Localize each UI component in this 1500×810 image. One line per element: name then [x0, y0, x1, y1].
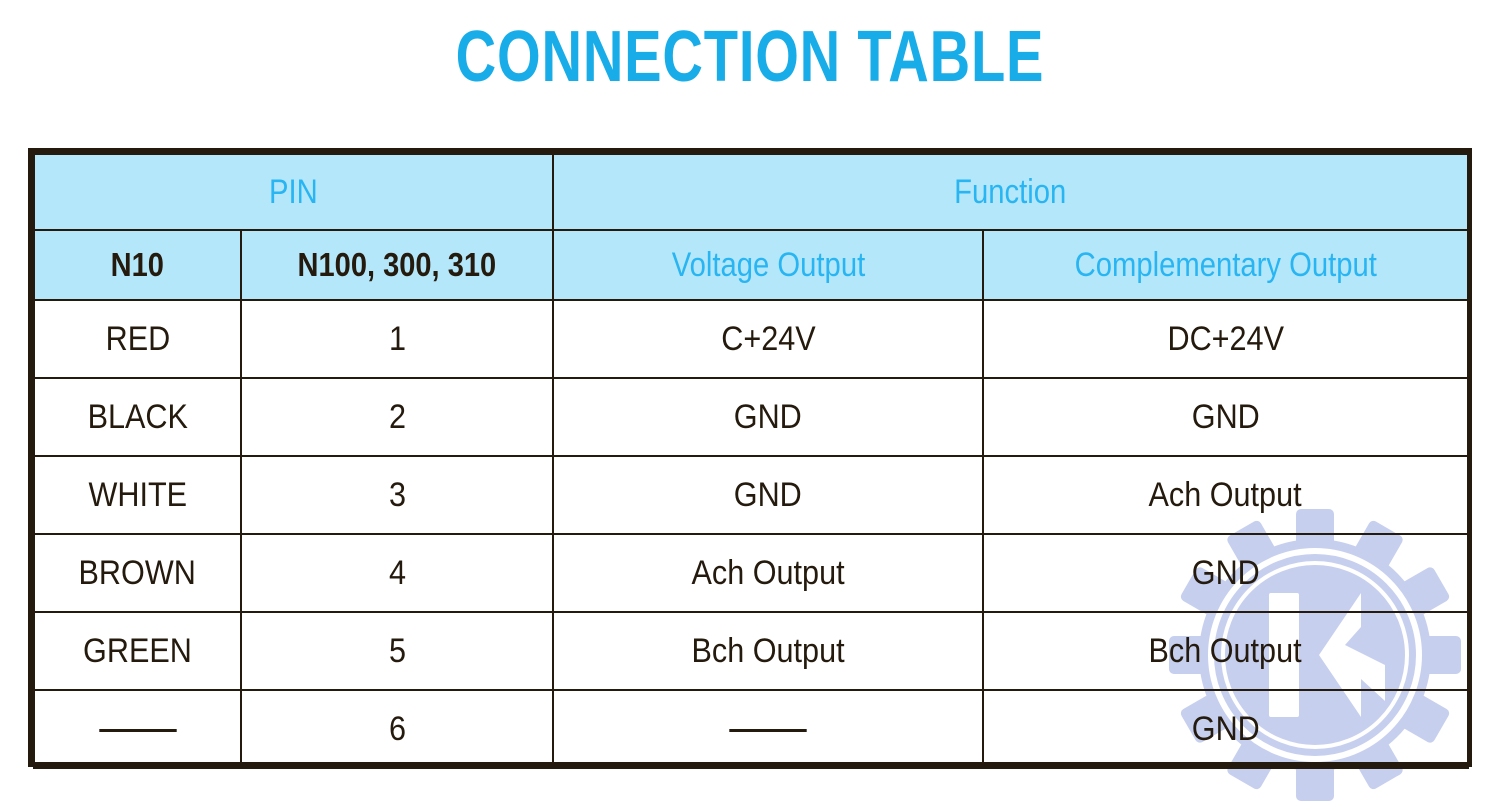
cell-voltage-output: Ach Output [552, 533, 984, 613]
column-header-n10: N10 [33, 229, 242, 301]
group-header-pin: PIN [33, 153, 554, 231]
page-title: CONNECTION TABLE [455, 17, 1045, 97]
table-row: GREEN 5 Bch Output Bch Output [33, 611, 1469, 691]
cell-n10: RED [33, 299, 242, 379]
table-group-header-row: PIN Function [33, 153, 1469, 231]
cell-complementary-output: GND [982, 689, 1469, 769]
group-header-function: Function [552, 153, 1469, 231]
cell-n10: BLACK [33, 377, 242, 457]
table-row: WHITE 3 GND Ach Output [33, 455, 1469, 535]
cell-voltage-output: C+24V [552, 299, 984, 379]
cell-voltage-output: Bch Output [552, 611, 984, 691]
cell-complementary-output: GND [982, 533, 1469, 613]
cell-pin: 4 [240, 533, 554, 613]
cell-voltage-output [552, 689, 984, 769]
cell-n10: BROWN [33, 533, 242, 613]
cell-pin: 3 [240, 455, 554, 535]
cell-n10: GREEN [33, 611, 242, 691]
cell-n10 [33, 689, 242, 769]
cell-pin: 5 [240, 611, 554, 691]
cell-voltage-output: GND [552, 377, 984, 457]
cell-n10: WHITE [33, 455, 242, 535]
column-header-n100: N100, 300, 310 [240, 229, 554, 301]
column-header-voltage-output: Voltage Output [552, 229, 984, 301]
table-row: BLACK 2 GND GND [33, 377, 1469, 457]
cell-pin: 6 [240, 689, 554, 769]
table-column-header-row: N10 N100, 300, 310 Voltage Output Comple… [33, 229, 1469, 301]
cell-complementary-output: GND [982, 377, 1469, 457]
empty-value-dash [729, 729, 807, 733]
cell-complementary-output: Bch Output [982, 611, 1469, 691]
cell-complementary-output: Ach Output [982, 455, 1469, 535]
cell-pin: 2 [240, 377, 554, 457]
connection-table: PIN Function N10 N100, 300, 310 Voltage … [28, 148, 1472, 769]
cell-voltage-output: GND [552, 455, 984, 535]
table-row: RED 1 C+24V DC+24V [33, 299, 1469, 379]
cell-complementary-output: DC+24V [982, 299, 1469, 379]
empty-value-dash [98, 729, 177, 733]
table-row: BROWN 4 Ach Output GND [33, 533, 1469, 613]
cell-pin: 1 [240, 299, 554, 379]
column-header-complementary-output: Complementary Output [982, 229, 1469, 301]
table-row: 6 GND [33, 689, 1469, 769]
